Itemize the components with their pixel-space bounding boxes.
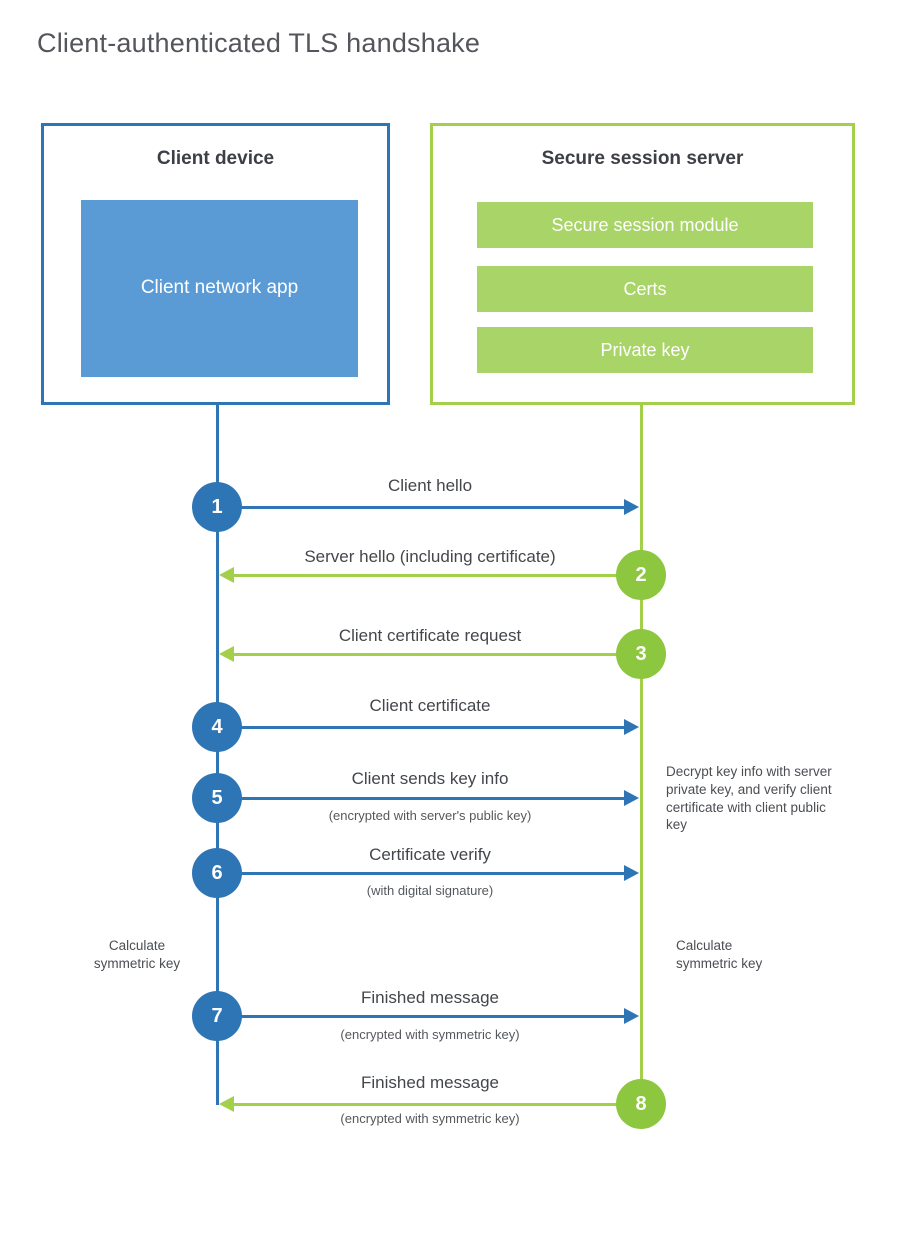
step-5-circle: 5 [192, 773, 242, 823]
step-7-sublabel: (encrypted with symmetric key) [340, 1027, 520, 1042]
step-8-label: Finished message [361, 1073, 499, 1092]
step-1-circle: 1 [192, 482, 242, 532]
step-5-arrow [240, 790, 639, 806]
step-7-arrow [240, 1008, 639, 1024]
server-module-label: Private key [600, 339, 690, 360]
arrowhead-right-icon [624, 499, 639, 515]
step-4-label: Client certificate [369, 696, 491, 715]
step-6-sublabel: (with digital signature) [366, 883, 494, 898]
arrow-line [233, 1103, 617, 1106]
step-7-circle: 7 [192, 991, 242, 1041]
client-device-box: Client device Client network app [41, 123, 390, 405]
decrypt-note: Decrypt key info with server private key… [666, 764, 832, 833]
step-2-arrow [219, 567, 617, 583]
step-5-label: Client sends key info [351, 769, 509, 788]
arrow-line [233, 653, 617, 656]
step-3-label: Client certificate request [338, 626, 522, 645]
step-1-arrow [240, 499, 639, 515]
client-device-title: Client device [156, 148, 275, 169]
step-8-arrow [219, 1096, 617, 1112]
arrowhead-right-icon [624, 719, 639, 735]
step-4-circle: 4 [192, 702, 242, 752]
arrowhead-right-icon [624, 1008, 639, 1024]
arrow-line [240, 1015, 625, 1018]
step-8-circle: 8 [616, 1079, 666, 1129]
step-5-sublabel: (encrypted with server's public key) [328, 808, 532, 823]
arrowhead-left-icon [219, 646, 234, 662]
page-title: Client-authenticated TLS handshake [37, 28, 481, 58]
server-module-label: Certs [623, 278, 667, 299]
step-1-label: Client hello [387, 476, 473, 495]
arrowhead-left-icon [219, 1096, 234, 1112]
secure-session-server-box: Secure session server Secure session mod… [430, 123, 855, 405]
arrowhead-left-icon [219, 567, 234, 583]
arrow-line [233, 574, 617, 577]
step-2-circle: 2 [616, 550, 666, 600]
step-6-label: Certificate verify [369, 845, 491, 864]
server-lifeline [640, 405, 643, 1105]
step-8-sublabel: (encrypted with symmetric key) [340, 1111, 520, 1126]
server-module-certs: Certs [477, 266, 813, 312]
client-lifeline [216, 405, 219, 1105]
step-2-label: Server hello (including certificate) [304, 547, 556, 566]
step-7-label: Finished message [361, 988, 499, 1007]
calculate-symmetric-key-note-left: Calculate symmetric key [93, 938, 181, 971]
arrow-line [240, 797, 625, 800]
step-6-circle: 6 [192, 848, 242, 898]
arrow-line [240, 506, 625, 509]
secure-session-server-title: Secure session server [541, 148, 744, 169]
server-module-private-key: Private key [477, 327, 813, 373]
client-network-app-block: Client network app [81, 200, 358, 377]
calculate-symmetric-key-note-right: Calculate symmetric key [676, 938, 763, 971]
step-3-circle: 3 [616, 629, 666, 679]
client-network-app-label: Client network app [140, 277, 299, 299]
arrow-line [240, 726, 625, 729]
step-6-arrow [240, 865, 639, 881]
server-module-label: Secure session module [551, 214, 739, 235]
arrow-line [240, 872, 625, 875]
step-3-arrow [219, 646, 617, 662]
server-module-secure-session-module: Secure session module [477, 202, 813, 248]
step-4-arrow [240, 719, 639, 735]
arrowhead-right-icon [624, 790, 639, 806]
arrowhead-right-icon [624, 865, 639, 881]
